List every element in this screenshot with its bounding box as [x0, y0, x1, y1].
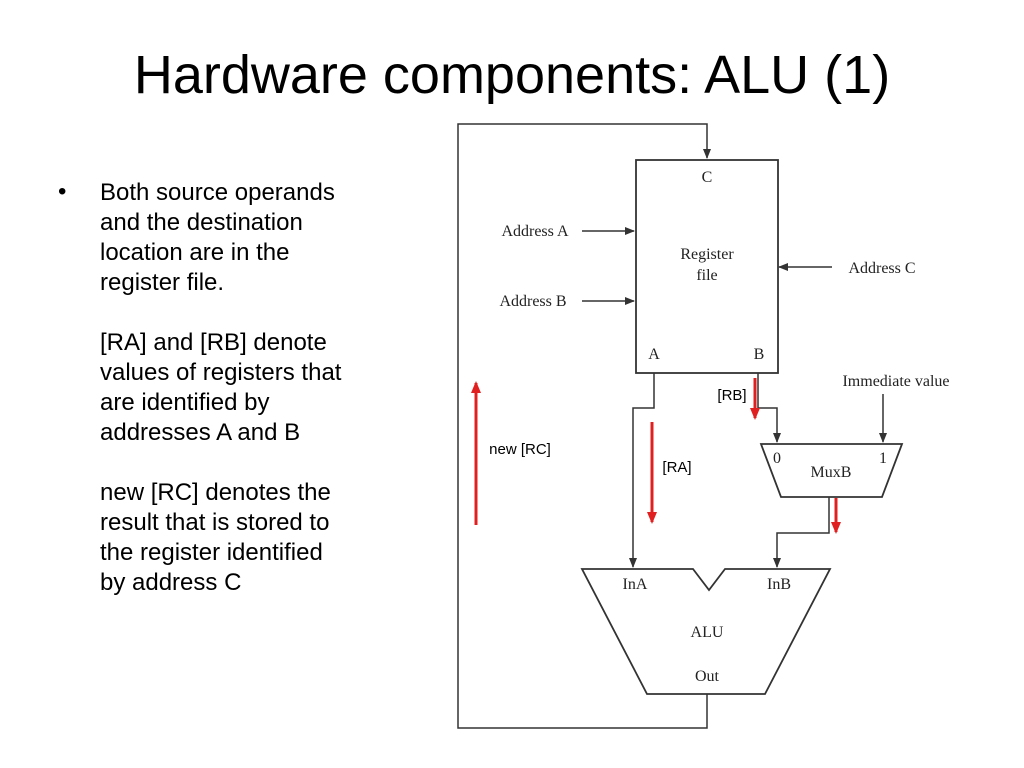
- port-a-label: A: [648, 346, 660, 363]
- port-c-label: C: [702, 169, 713, 186]
- new-rc-annotation: new [RC]: [489, 441, 551, 458]
- alu-out-label: Out: [695, 668, 720, 685]
- register-file-label-1: Register: [680, 246, 734, 263]
- rb-annotation: [RB]: [717, 387, 746, 404]
- port-b-label: B: [754, 346, 765, 363]
- alu-inb-label: InB: [767, 576, 791, 593]
- muxb-input-1-label: 1: [879, 450, 887, 467]
- paragraph-new-rc: new [RC] denotes the result that is stor…: [100, 479, 331, 596]
- ra-wire: [629, 373, 655, 568]
- alu-ina-label: InA: [623, 576, 648, 593]
- ra-annotation: [RA]: [662, 459, 691, 476]
- immediate-value-label: Immediate value: [842, 373, 949, 390]
- feedback-wire: [457, 123, 711, 729]
- bullet-marker: •: [58, 178, 67, 205]
- bullet-text: Both source operands and the destination…: [100, 178, 400, 628]
- address-b-label: Address B: [499, 293, 566, 310]
- address-a-label: Address A: [501, 223, 569, 240]
- muxb-label: MuxB: [811, 464, 852, 481]
- address-c-label: Address C: [848, 260, 915, 277]
- register-file-label-2: file: [696, 267, 717, 284]
- paragraph-operands: Both source operands and the destination…: [100, 179, 335, 296]
- muxb-shape: [759, 443, 904, 498]
- alu-label: ALU: [691, 624, 724, 641]
- register-file-box: [635, 159, 779, 374]
- muxb-out-wire: [773, 497, 830, 568]
- rb-wire: [757, 373, 781, 443]
- paragraph-ra-rb: [RA] and [RB] denote values of registers…: [100, 329, 342, 446]
- slide-title: Hardware components: ALU (1): [133, 45, 891, 105]
- muxb-input-0-label: 0: [773, 450, 781, 467]
- alu-shape: [580, 568, 832, 695]
